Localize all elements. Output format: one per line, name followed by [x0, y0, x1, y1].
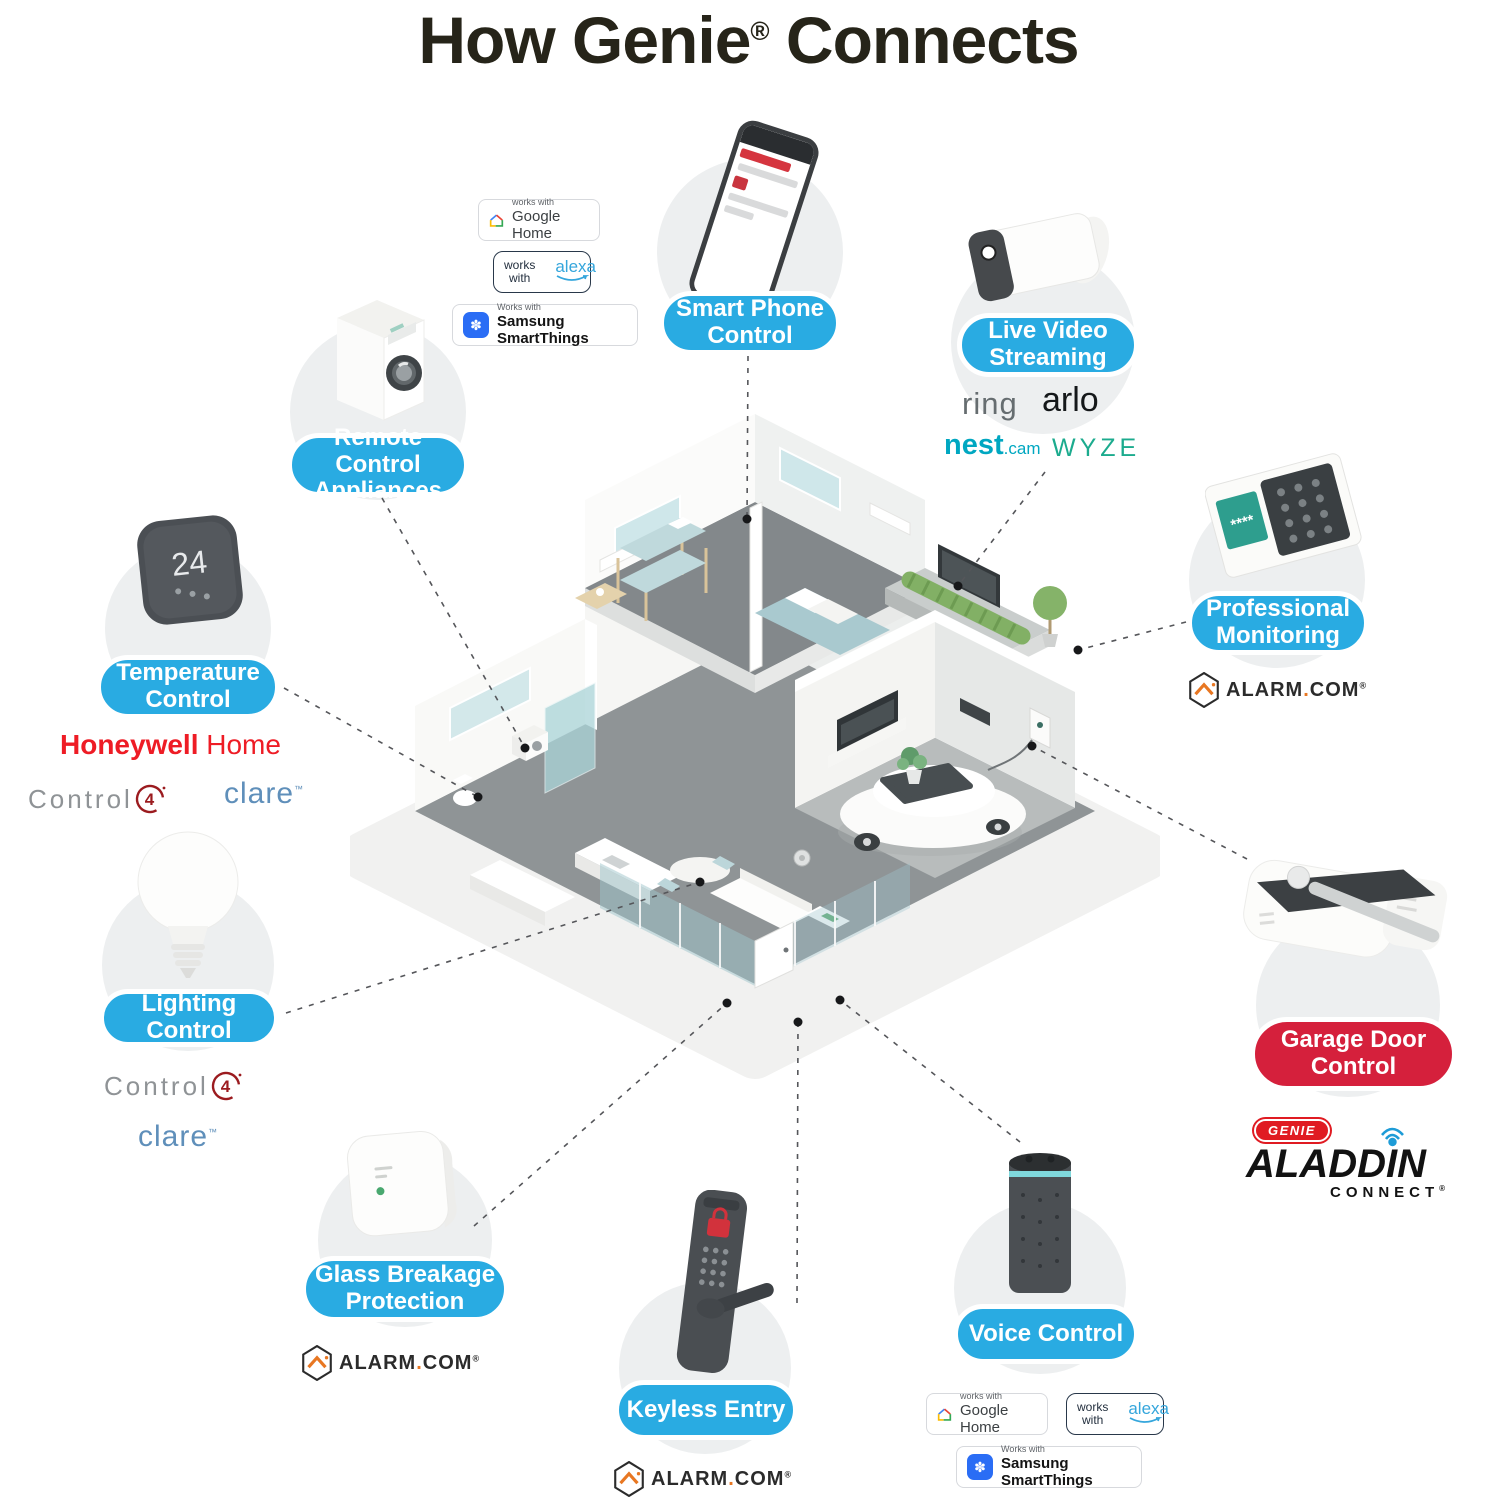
alarm-com-icon: [1189, 672, 1219, 708]
feature-pill-glass-breakage-protection: Glass Breakage Protection: [301, 1256, 509, 1322]
works-with-alexa-badge: works with alexa: [493, 251, 596, 293]
works-with-smartthings-badge: ✽ Works with Samsung SmartThings: [452, 302, 638, 347]
feature-pill-voice-control: Voice Control: [953, 1304, 1139, 1364]
alarm-com-logo-keyless: ALARM.COM®: [613, 1461, 792, 1497]
svg-text:24: 24: [170, 543, 209, 583]
light-bulb-illustration: [137, 831, 239, 978]
control4-icon: 4: [135, 784, 166, 814]
works-with-google-home-badge: works with Google Home: [478, 196, 600, 242]
works-with-smartthings-badge-voice: ✽ Works with Samsung SmartThings: [956, 1444, 1142, 1489]
garage-opener-illustration: [1243, 859, 1448, 958]
alexa-smile-icon: [1129, 1417, 1163, 1423]
google-home-label: Google Home: [959, 1401, 1009, 1436]
alarm-com-icon: [614, 1461, 644, 1497]
wifi-icon: [1380, 1127, 1404, 1147]
clare-logo-temperature: clare™: [224, 777, 305, 810]
works-with-label: works with: [959, 1390, 1002, 1401]
arlo-logo: arlo: [1042, 381, 1099, 419]
svg-text:4: 4: [145, 790, 157, 809]
security-keypad-illustration: ****: [1205, 453, 1362, 578]
works-with-label: Works with: [497, 302, 541, 313]
feature-pill-professional-monitoring: Professional Monitoring: [1187, 591, 1369, 655]
control4-logo-temperature: Control 4: [28, 782, 167, 816]
isometric-house-illustration: [350, 414, 1160, 1079]
works-with-label: works with: [511, 196, 554, 207]
title-text-2: Connects: [768, 3, 1080, 77]
genie-logo: GENIE: [1254, 1119, 1330, 1142]
svg-text:4: 4: [221, 1077, 233, 1096]
glass-break-sensor-illustration: [347, 1130, 457, 1237]
registered-mark: ®: [750, 16, 769, 46]
smart-speaker-illustration: [1009, 1153, 1071, 1293]
alexa-label: alexa: [1128, 1399, 1169, 1418]
door-lock-illustration: [676, 1190, 774, 1374]
smartthings-icon: ✽: [967, 1454, 993, 1480]
feature-pill-live-video-streaming: Live Video Streaming: [957, 313, 1139, 377]
alarm-com-logo-monitoring: ALARM.COM®: [1188, 672, 1367, 708]
svg-text:****: ****: [1229, 511, 1256, 534]
security-camera-illustration: [968, 213, 1110, 302]
control4-icon: 4: [211, 1071, 242, 1101]
page-title: How Genie® Connects: [0, 2, 1497, 78]
google-home-icon: [489, 213, 504, 227]
wyze-logo: WYZE: [1052, 434, 1141, 462]
smartthings-label: Samsung SmartThings: [497, 312, 589, 347]
works-label: works: [504, 257, 536, 272]
alarm-com-logo-glass: ALARM.COM®: [301, 1345, 480, 1381]
title-text: How Genie: [418, 3, 751, 77]
feature-pill-garage-door-control: Garage Door Control: [1250, 1017, 1457, 1091]
control4-logo-lighting: Control 4: [104, 1069, 243, 1103]
aladdin-connect-label: CONNECT®: [1330, 1184, 1451, 1201]
smartthings-icon: ✽: [463, 312, 489, 338]
feature-pill-keyless-entry: Keyless Entry: [614, 1380, 798, 1440]
smartthings-label: Samsung SmartThings: [1001, 1454, 1093, 1489]
works-label: works: [1077, 1399, 1109, 1414]
ring-logo: ring: [962, 386, 1018, 421]
alexa-label: alexa: [555, 257, 596, 276]
nest-cam-logo: nest.cam: [944, 429, 1041, 461]
works-with-label: Works with: [1001, 1444, 1045, 1455]
feature-pill-remote-control-appliances: Remote Control Appliances: [287, 424, 469, 504]
google-home-label: Google Home: [511, 207, 561, 242]
feature-pill-temperature-control: Temperature Control: [96, 655, 280, 719]
thermostat-illustration: 24: [137, 515, 243, 625]
alexa-smile-icon: [556, 275, 590, 281]
clare-logo-lighting: clare™: [138, 1120, 219, 1153]
feature-pill-smart-phone-control: Smart Phone Control: [659, 291, 841, 355]
with-label: with: [1082, 1413, 1104, 1427]
alarm-com-icon: [302, 1345, 332, 1381]
google-home-icon: [937, 1407, 952, 1421]
works-with-google-home-badge-voice: works with Google Home: [926, 1390, 1048, 1436]
works-with-alexa-badge-voice: works with alexa: [1066, 1393, 1169, 1435]
feature-pill-lighting-control: Lighting Control: [99, 989, 279, 1047]
washing-machine-illustration: [337, 300, 425, 421]
with-label: with: [509, 271, 531, 285]
honeywell-home-logo: Honeywell Home: [60, 729, 281, 760]
